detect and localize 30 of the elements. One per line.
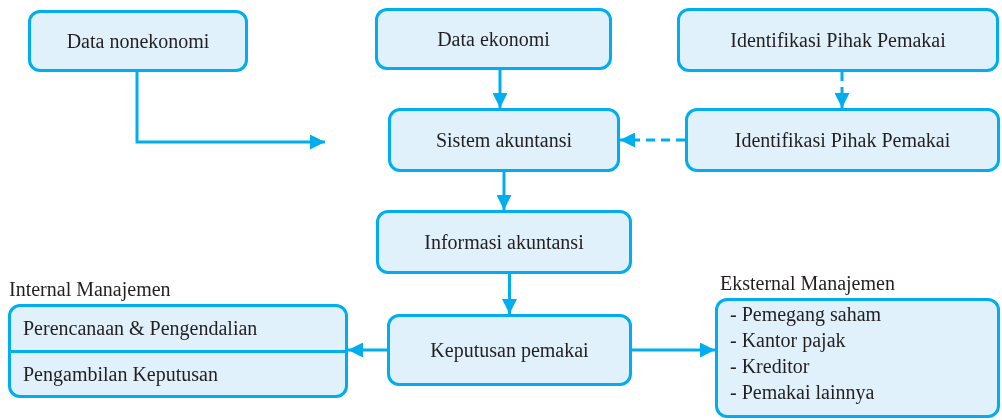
- process-box: [375, 8, 612, 70]
- box-label: Sistem akuntansi: [435, 128, 573, 153]
- section-text: Pengambilan Keputusan: [23, 361, 218, 388]
- box-label: Keputusan pemakai: [430, 338, 589, 364]
- box-heading: Eksternal Manajemen: [720, 271, 895, 297]
- list-item: - Pemakai lainnya: [730, 380, 876, 405]
- process-box: [388, 108, 620, 172]
- box-heading: Internal Manajemen: [9, 277, 171, 303]
- arrow: [632, 342, 715, 358]
- process-box: [387, 314, 632, 386]
- list-item: - Kreditor: [730, 354, 811, 379]
- list-item: - Pemegang saham: [730, 302, 883, 327]
- arrow: [620, 132, 685, 148]
- arrow: [135, 72, 325, 150]
- box-label: Data nonekonomi: [66, 29, 210, 54]
- arrow: [492, 70, 508, 108]
- box-label: Identifikasi Pihak Pemakai: [734, 128, 951, 153]
- box-label: Informasi akuntansi: [424, 230, 584, 255]
- arrow: [348, 342, 387, 358]
- arrow: [502, 274, 517, 314]
- process-box: [28, 10, 248, 72]
- box-label: Data ekonomi: [437, 27, 550, 52]
- process-box: [685, 108, 1000, 172]
- arrow: [834, 72, 850, 108]
- list-item: - Kantor pajak: [730, 328, 847, 353]
- process-box: [376, 210, 632, 274]
- process-box: [677, 8, 999, 72]
- section-text: Perencanaan & Pengendalian: [23, 316, 258, 342]
- arrow: [496, 172, 512, 210]
- box-label: Identifikasi Pihak Pemakai: [730, 28, 946, 53]
